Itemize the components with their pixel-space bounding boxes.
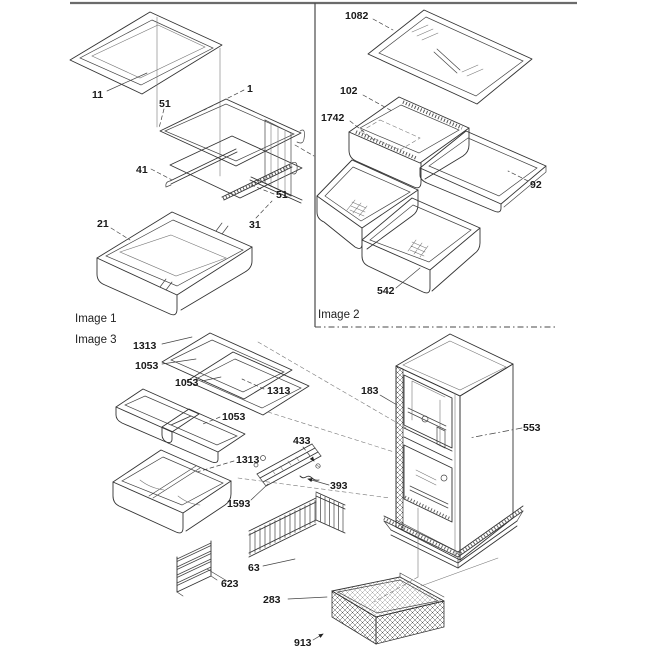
- part-label-51a: 51: [159, 98, 171, 110]
- image2-crisper-assembly-drawing: [316, 9, 547, 294]
- part-label-1053a: 1053: [135, 360, 159, 372]
- caption-image-3: Image 3: [75, 334, 117, 346]
- caption-image-2: Image 2: [318, 309, 360, 321]
- part-label-11: 11: [92, 89, 103, 101]
- part-label-433: 433: [293, 435, 311, 447]
- part-label-92: 92: [530, 179, 542, 191]
- frame-borders: [70, 1, 577, 328]
- part-label-63: 63: [248, 562, 260, 574]
- part-label-51b: 51: [276, 189, 288, 201]
- part-label-183: 183: [361, 385, 379, 397]
- section-captions: Image 1 Image 3 Image 2: [75, 309, 360, 346]
- part-label-102: 102: [340, 85, 358, 97]
- part-label-1313c: 1313: [236, 454, 260, 466]
- part-label-623: 623: [221, 578, 239, 590]
- part-label-21: 21: [97, 218, 109, 230]
- part-label-1053b: 1053: [175, 377, 199, 389]
- part-label-1053c: 1053: [222, 411, 246, 423]
- part-label-913: 913: [294, 637, 312, 649]
- image1-shelf-assembly-drawing: [69, 11, 315, 316]
- part-label-542: 542: [377, 285, 395, 297]
- part-label-1: 1: [247, 83, 253, 95]
- part-label-41: 41: [136, 164, 148, 176]
- caption-image-1: Image 1: [75, 313, 117, 325]
- part-label-1313b: 1313: [267, 385, 291, 397]
- part-label-283: 283: [263, 594, 281, 606]
- part-label-553: 553: [523, 422, 541, 434]
- part-label-1742: 1742: [321, 112, 345, 124]
- part-label-1082: 1082: [345, 10, 369, 22]
- part-label-1593: 1593: [227, 498, 251, 510]
- part-label-393: 393: [330, 480, 348, 492]
- part-label-1313a: 1313: [133, 340, 157, 352]
- part-label-31: 31: [249, 219, 261, 231]
- image3-freezer-assembly-drawing: [112, 332, 524, 645]
- part-labels: 11 1 51 41 51 31 21 1082 102 1742 92 542…: [92, 10, 542, 649]
